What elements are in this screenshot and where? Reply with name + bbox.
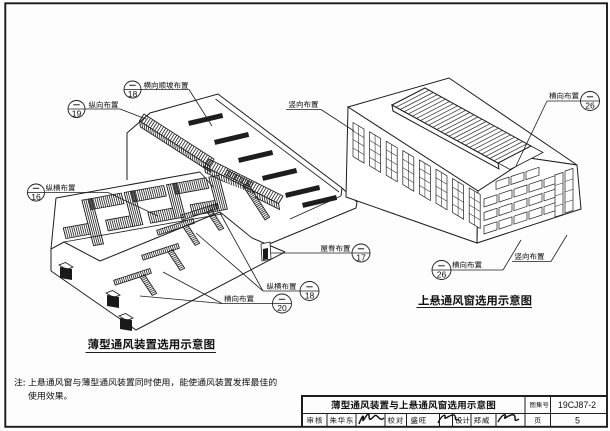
svg-text:5: 5 xyxy=(575,416,580,426)
svg-text:18: 18 xyxy=(305,291,315,301)
svg-text:19: 19 xyxy=(72,109,82,119)
svg-text:17: 17 xyxy=(356,253,366,263)
svg-text:20: 20 xyxy=(277,303,287,313)
svg-text:18: 18 xyxy=(128,89,138,99)
svg-text:16: 16 xyxy=(31,192,41,202)
svg-text:26: 26 xyxy=(585,101,595,111)
svg-text:26: 26 xyxy=(437,270,447,280)
svg-text:19CJ87-2: 19CJ87-2 xyxy=(558,400,596,410)
